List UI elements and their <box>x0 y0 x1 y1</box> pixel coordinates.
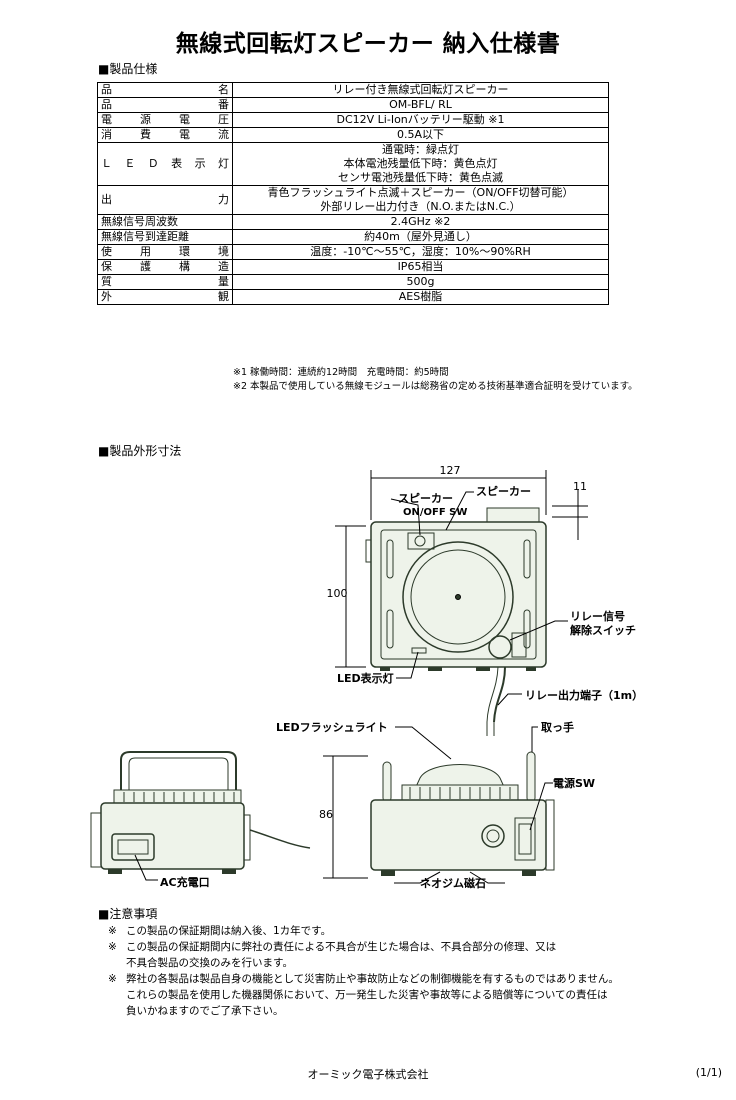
spec-row: 品番 OM-BFL/ RL <box>97 97 609 113</box>
spec-value-line: AES樹脂 <box>398 290 443 303</box>
caution-text: 負いかねますのでご了承下さい。 <box>126 1005 284 1017</box>
spec-row: 無線信号周波数 2.4GHz ※2 <box>97 214 609 230</box>
caution-mark <box>108 955 126 971</box>
spec-notes: ※1 稼働時間：連続約12時間 充電時間：約5時間 ※2 本製品で使用している無… <box>233 366 638 394</box>
label-magnet: ネオジム磁石 <box>420 876 486 890</box>
spec-key: 品名 <box>97 82 233 98</box>
spec-value: 温度：-10℃～55℃，湿度：10%～90%RH <box>232 244 609 260</box>
dim-depth-top: 11 <box>573 480 587 493</box>
label-relay-reset-2: 解除スイッチ <box>570 623 636 637</box>
spec-value-line: 青色フラッシュライト点滅＋スピーカー（ON/OFF切替可能） <box>267 186 574 199</box>
page-title: 無線式回転灯スピーカー 納入仕様書 <box>175 31 561 57</box>
spec-row: 使用環境 温度：-10℃～55℃，湿度：10%～90%RH <box>97 244 609 260</box>
spec-value-line: 500g <box>406 275 435 288</box>
spec-table: 品名 リレー付き無線式回転灯スピーカー品番 OM-BFL/ RL 電源電圧 DC12V … <box>97 82 609 305</box>
caution-mark <box>108 1003 126 1019</box>
spec-value-line: 本体電池残量低下時：黄色点灯 <box>343 157 498 170</box>
caution-mark: ※ <box>108 925 117 937</box>
spec-key: 使用環境 <box>97 244 233 260</box>
spec-key: 無線信号周波数 <box>97 214 233 230</box>
dim-side-height: 86 <box>319 808 333 821</box>
caution-item: これらの製品を使用した機器関係において、万一発生した災害や事故等による賠償等につ… <box>108 987 619 1003</box>
caution-item: ※ この製品の保証期間は納入後、1カ年です。 <box>108 923 619 939</box>
caution-mark: ※ <box>108 941 117 953</box>
spec-value: 500g <box>232 274 609 290</box>
caution-text: この製品の保証期間は納入後、1カ年です。 <box>126 925 332 937</box>
caution-item: ※ この製品の保証期間内に弊社の責任による不具合が生じた場合は、不具合部分の修理、… <box>108 939 619 955</box>
label-led-lamp: LED表示灯 <box>337 671 394 685</box>
spec-value: リレー付き無線式回転灯スピーカー <box>232 82 609 98</box>
label-speaker-sw-2: ON/OFF SW <box>403 507 467 518</box>
label-speaker: スピーカー <box>476 485 531 498</box>
page-number: (1/1) <box>695 1066 722 1079</box>
spec-key: 質量 <box>97 274 233 290</box>
dimension-section-heading: ■製品外形寸法 <box>98 444 182 458</box>
spec-row: 消費電流 0.5A以下 <box>97 127 609 143</box>
label-handle: 取っ手 <box>541 720 574 734</box>
spec-value-line: 外部リレー出力付き（N.O.またはN.C.） <box>320 200 521 213</box>
caution-list: ※ この製品の保証期間は納入後、1カ年です。 ※ この製品の保証期間内に弊社の責任によ… <box>108 923 619 1019</box>
spec-row: 質量 500g <box>97 274 609 290</box>
caution-text: 弊社の各製品は製品自身の機能として災害防止や事故防止などの制御機能を有するもので… <box>126 973 619 985</box>
spec-value: IP65相当 <box>232 259 609 275</box>
spec-value: 約40m（屋外見通し） <box>232 229 609 245</box>
dim-width: 127 <box>440 464 461 477</box>
spec-note: ※1 稼働時間：連続約12時間 充電時間：約5時間 <box>233 367 449 378</box>
label-ac: AC充電口 <box>160 875 210 889</box>
company-name: オーミック電子株式会社 <box>307 1068 429 1081</box>
spec-value-line: センサ電池残量低下時：黄色点滅 <box>338 171 503 184</box>
spec-row: 電源電圧 DC12V Li-Ionバッテリー駆動 ※1 <box>97 112 609 128</box>
label-flash: LEDフラッシュライト <box>276 721 388 734</box>
spec-key: 無線信号到達距離 <box>97 229 233 245</box>
caution-section-heading: ■注意事項 <box>98 907 158 921</box>
caution-text: この製品の保証期間内に弊社の責任による不具合が生じた場合は、不具合部分の修理、又… <box>126 941 557 953</box>
dim-height: 100 <box>327 587 348 600</box>
spec-key: 外観 <box>97 289 233 305</box>
spec-value-line: 温度：-10℃～55℃，湿度：10%～90%RH <box>310 245 531 258</box>
spec-value: 0.5A以下 <box>232 127 609 143</box>
label-relay-reset-1: リレー信号 <box>570 609 625 623</box>
spec-value: DC12V Li-Ionバッテリー駆動 ※1 <box>232 112 609 128</box>
spec-note: ※2 本製品で使用している無線モジュールは総務省の定める技術基準適合証明を受けて… <box>233 381 638 392</box>
spec-key: 消費電流 <box>97 127 233 143</box>
spec-key: 保護構造 <box>97 259 233 275</box>
caution-text: 不具合製品の交換のみを行います。 <box>126 957 293 969</box>
label-relay-out: リレー出力端子（1m） <box>525 688 643 702</box>
caution-mark <box>108 987 126 1003</box>
spec-row: 出力青色フラッシュライト点滅＋スピーカー（ON/OFF切替可能）外部リレー出力付… <box>97 185 609 215</box>
spec-key: 出力 <box>97 185 233 215</box>
spec-value-line: 約40m（屋外見通し） <box>364 230 477 243</box>
spec-value-line: 2.4GHz ※2 <box>390 215 451 228</box>
caution-text: これらの製品を使用した機器関係において、万一発生した災害や事故等による賠償等につ… <box>126 989 608 1001</box>
spec-value-line: リレー付き無線式回転灯スピーカー <box>332 83 509 96</box>
spec-key: 品番 <box>97 97 233 113</box>
caution-item: ※ 弊社の各製品は製品自身の機能として災害防止や事故防止などの制御機能を有するもの… <box>108 971 619 987</box>
spec-row: 保護構造 IP65相当 <box>97 259 609 275</box>
spec-value-line: 0.5A以下 <box>396 128 445 141</box>
spec-value-line: DC12V Li-Ionバッテリー駆動 ※1 <box>336 113 505 126</box>
label-speaker-sw-1: スピーカー <box>398 492 453 505</box>
spec-value: 2.4GHz ※2 <box>232 214 609 230</box>
product-dimension-drawing: 127 11 100 86 スピーカー スピーカー ON/OFF SW リレー信… <box>90 464 643 890</box>
caution-mark: ※ <box>108 973 117 985</box>
spec-section-heading: ■製品仕様 <box>98 62 158 76</box>
spec-value: AES樹脂 <box>232 289 609 305</box>
spec-value: OM-BFL/ RL <box>232 97 609 113</box>
spec-value-line: OM-BFL/ RL <box>389 98 452 111</box>
spec-key: 電源電圧 <box>97 112 233 128</box>
label-power-sw: 電源SW <box>553 776 595 790</box>
spec-value-line: 通電時：緑点灯 <box>382 143 459 156</box>
spec-row: 無線信号到達距離 約40m（屋外見通し） <box>97 229 609 245</box>
spec-value: 通電時：緑点灯本体電池残量低下時：黄色点灯センサ電池残量低下時：黄色点滅 <box>232 142 609 186</box>
spec-row: 外観 AES樹脂 <box>97 289 609 305</box>
caution-item: 負いかねますのでご了承下さい。 <box>108 1003 619 1019</box>
caution-item: 不具合製品の交換のみを行います。 <box>108 955 619 971</box>
spec-value-line: IP65相当 <box>397 260 444 273</box>
spec-value: 青色フラッシュライト点滅＋スピーカー（ON/OFF切替可能）外部リレー出力付き（… <box>232 185 609 215</box>
spec-row: 品名 リレー付き無線式回転灯スピーカー <box>97 82 609 98</box>
